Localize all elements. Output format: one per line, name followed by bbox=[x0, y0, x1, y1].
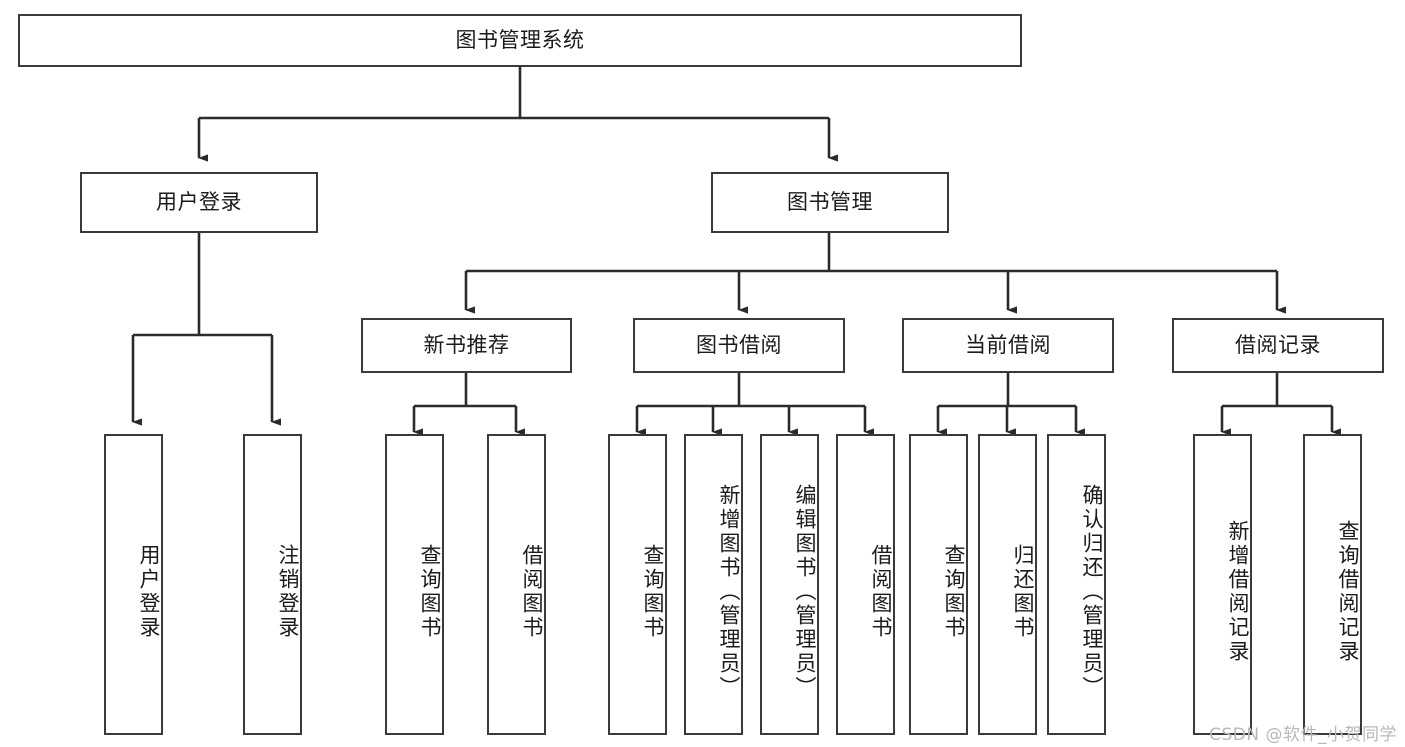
node-leaf-query-book-1[interactable]: 查询图书 bbox=[385, 434, 444, 735]
node-label: 查询图书 bbox=[942, 543, 966, 640]
node-leaf-return-book[interactable]: 归还图书 bbox=[978, 434, 1037, 735]
node-label: 用户登录 bbox=[156, 189, 242, 214]
node-label: 当前借阅 bbox=[965, 332, 1051, 357]
node-leaf-borrow-book-2[interactable]: 借阅图书 bbox=[836, 434, 895, 735]
node-label: 新增借阅记录 bbox=[1226, 519, 1250, 664]
node-leaf-confirm-return[interactable]: 确认归还（管理员） bbox=[1047, 434, 1106, 735]
node-label: 借阅图书 bbox=[869, 543, 893, 640]
node-user-login[interactable]: 用户登录 bbox=[80, 172, 318, 233]
node-label: 查询借阅记录 bbox=[1336, 519, 1360, 664]
node-label: 用户登录 bbox=[137, 543, 161, 640]
node-label: 注销登录 bbox=[276, 543, 300, 640]
node-book-manage[interactable]: 图书管理 bbox=[711, 172, 949, 233]
node-label: 借阅记录 bbox=[1235, 332, 1321, 357]
node-label: 图书管理系统 bbox=[455, 27, 585, 52]
node-current-borrow[interactable]: 当前借阅 bbox=[902, 318, 1114, 373]
node-book-borrow[interactable]: 图书借阅 bbox=[633, 318, 845, 373]
node-label: 编辑图书（管理员） bbox=[793, 483, 817, 700]
node-label: 归还图书 bbox=[1011, 543, 1035, 640]
node-leaf-query-borrow-record[interactable]: 查询借阅记录 bbox=[1303, 434, 1362, 735]
node-root-book-management-system[interactable]: 图书管理系统 bbox=[18, 14, 1022, 67]
node-label: 图书借阅 bbox=[696, 332, 782, 357]
node-leaf-edit-book[interactable]: 编辑图书（管理员） bbox=[760, 434, 819, 735]
node-label: 图书管理 bbox=[787, 189, 873, 214]
node-label: 新书推荐 bbox=[423, 332, 510, 357]
node-leaf-add-borrow-record[interactable]: 新增借阅记录 bbox=[1193, 434, 1252, 735]
node-label: 借阅图书 bbox=[520, 543, 544, 640]
node-label: 查询图书 bbox=[641, 543, 665, 640]
node-leaf-query-book-2[interactable]: 查询图书 bbox=[608, 434, 667, 735]
node-label: 新增图书（管理员） bbox=[717, 483, 741, 700]
csdn-watermark: CSDN @软件_小贺同学 bbox=[1209, 725, 1397, 745]
node-label: 确认归还（管理员） bbox=[1080, 483, 1104, 700]
node-label: 查询图书 bbox=[418, 543, 442, 640]
node-borrow-record[interactable]: 借阅记录 bbox=[1172, 318, 1384, 373]
node-leaf-borrow-book-1[interactable]: 借阅图书 bbox=[487, 434, 546, 735]
node-leaf-logout-login[interactable]: 注销登录 bbox=[243, 434, 302, 735]
node-new-book-recommend[interactable]: 新书推荐 bbox=[361, 318, 572, 373]
node-leaf-user-login[interactable]: 用户登录 bbox=[104, 434, 163, 735]
node-leaf-query-book-3[interactable]: 查询图书 bbox=[909, 434, 968, 735]
node-leaf-add-book[interactable]: 新增图书（管理员） bbox=[684, 434, 743, 735]
